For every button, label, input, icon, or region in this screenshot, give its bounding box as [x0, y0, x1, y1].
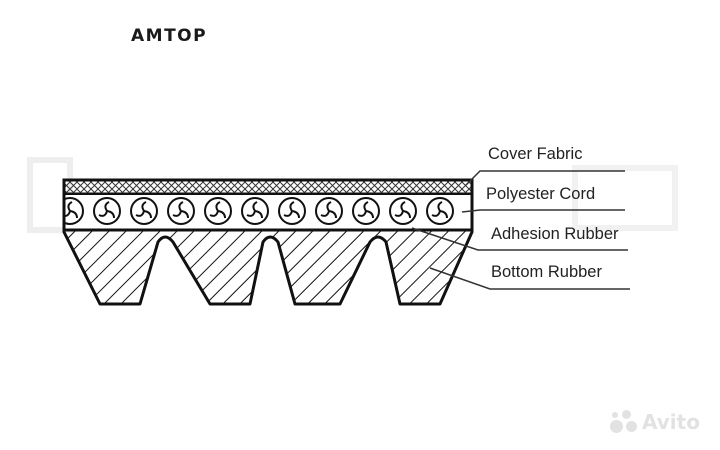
leader-line-polyester-cord — [461, 209, 625, 213]
cord-swirl — [394, 201, 411, 219]
leader-line-bottom-rubber — [429, 267, 630, 290]
leader-line-cover-fabric — [465, 170, 625, 186]
cord-swirl — [431, 201, 448, 219]
cord-swirl — [320, 201, 337, 219]
cover-fabric-layer — [62, 178, 474, 196]
cord-swirl — [209, 201, 226, 219]
label-adhesion-rubber: Adhesion Rubber — [491, 225, 619, 243]
leader-line-adhesion-rubber — [411, 227, 628, 251]
avito-watermark: Avito — [610, 410, 700, 434]
cord-swirl — [98, 201, 115, 219]
cord-swirl — [283, 201, 300, 219]
brand-logo-text: AMTOP — [131, 26, 208, 46]
label-cover-fabric: Cover Fabric — [488, 145, 583, 163]
cord-swirl — [357, 201, 374, 219]
leader-lines — [411, 170, 630, 290]
polyester-cord-layer — [64, 194, 472, 229]
label-polyester-cord: Polyester Cord — [486, 185, 596, 203]
avito-dots-icon — [610, 410, 638, 434]
cord-swirl — [64, 201, 78, 219]
cord-swirl — [246, 201, 263, 219]
bottom-rubber-layer — [62, 227, 474, 306]
cord-swirl — [172, 201, 189, 219]
cord-swirl — [135, 201, 152, 219]
avito-watermark-text: Avito — [642, 410, 700, 434]
label-bottom-rubber: Bottom Rubber — [491, 263, 602, 281]
